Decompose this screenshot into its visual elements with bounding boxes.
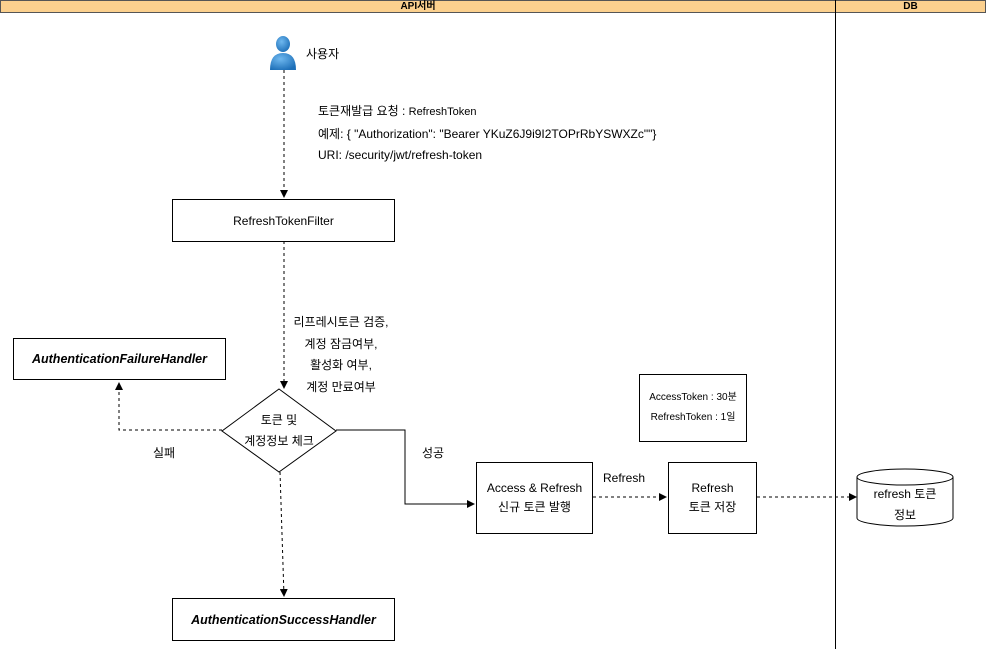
new-token-issue-box: Access & Refresh 신규 토큰 발행 (476, 462, 593, 534)
new-token-issue-line1: Access & Refresh (486, 481, 583, 495)
user-label: 사용자 (306, 47, 340, 61)
request-note-line1: 토큰재발급 요청 : RefreshToken (318, 104, 477, 118)
authentication-failure-handler-label: AuthenticationFailureHandler (31, 352, 208, 366)
decision-diamond (221, 388, 337, 473)
new-token-issue-line2: 신규 토큰 발행 (498, 500, 571, 514)
refresh-token-save-line1: Refresh (691, 481, 734, 495)
fail-edge-label: 실패 (153, 446, 176, 460)
validation-note-line4: 계정 만료여부 (306, 379, 376, 394)
decision-label: 토큰 및 계정정보 체크 (244, 413, 314, 448)
token-ttl-refresh: RefreshToken : 1일 (650, 412, 736, 423)
authentication-success-handler-box: AuthenticationSuccessHandler (172, 598, 395, 641)
token-ttl-access: AccessToken : 30분 (649, 392, 737, 403)
request-note-uri: URI: /security/jwt/refresh-token (318, 148, 483, 162)
refresh-token-filter-label: RefreshTokenFilter (233, 213, 334, 228)
validation-note-line1: 리프레시토큰 검증, (293, 315, 389, 329)
request-note-example: 예제: { "Authorization": "Bearer YKuZ6J9i9… (318, 126, 657, 141)
user-icon (268, 34, 298, 72)
db-cylinder (856, 468, 954, 527)
request-note: 토큰재발급 요청 : RefreshToken 예제: { "Authoriza… (318, 101, 656, 167)
lane-divider (835, 0, 836, 649)
refresh-token-save-line2: 토큰 저장 (688, 500, 737, 514)
token-ttl-box: AccessToken : 30분 RefreshToken : 1일 (639, 374, 747, 442)
validation-note-line2: 계정 잠금여부, (304, 336, 378, 351)
arrow-decision-to-failure (115, 382, 222, 431)
authentication-failure-handler-box: AuthenticationFailureHandler (13, 338, 226, 380)
refresh-token-save-box: Refresh 토큰 저장 (668, 462, 757, 534)
validation-note-line3: 활성화 여부, (310, 358, 372, 372)
db-store-label: refresh 토큰 정보 (873, 487, 937, 522)
refresh-edge-label: Refresh (603, 471, 646, 485)
success-edge-label: 성공 (422, 446, 445, 460)
validation-note: 리프레시토큰 검증, 계정 잠금여부, 활성화 여부, 계정 만료여부 (279, 312, 403, 398)
refresh-token-filter-box: RefreshTokenFilter (172, 199, 395, 242)
authentication-success-handler-label: AuthenticationSuccessHandler (191, 612, 376, 627)
arrow-decision-to-issue (336, 429, 475, 508)
arrow-decision-to-success (279, 471, 288, 597)
